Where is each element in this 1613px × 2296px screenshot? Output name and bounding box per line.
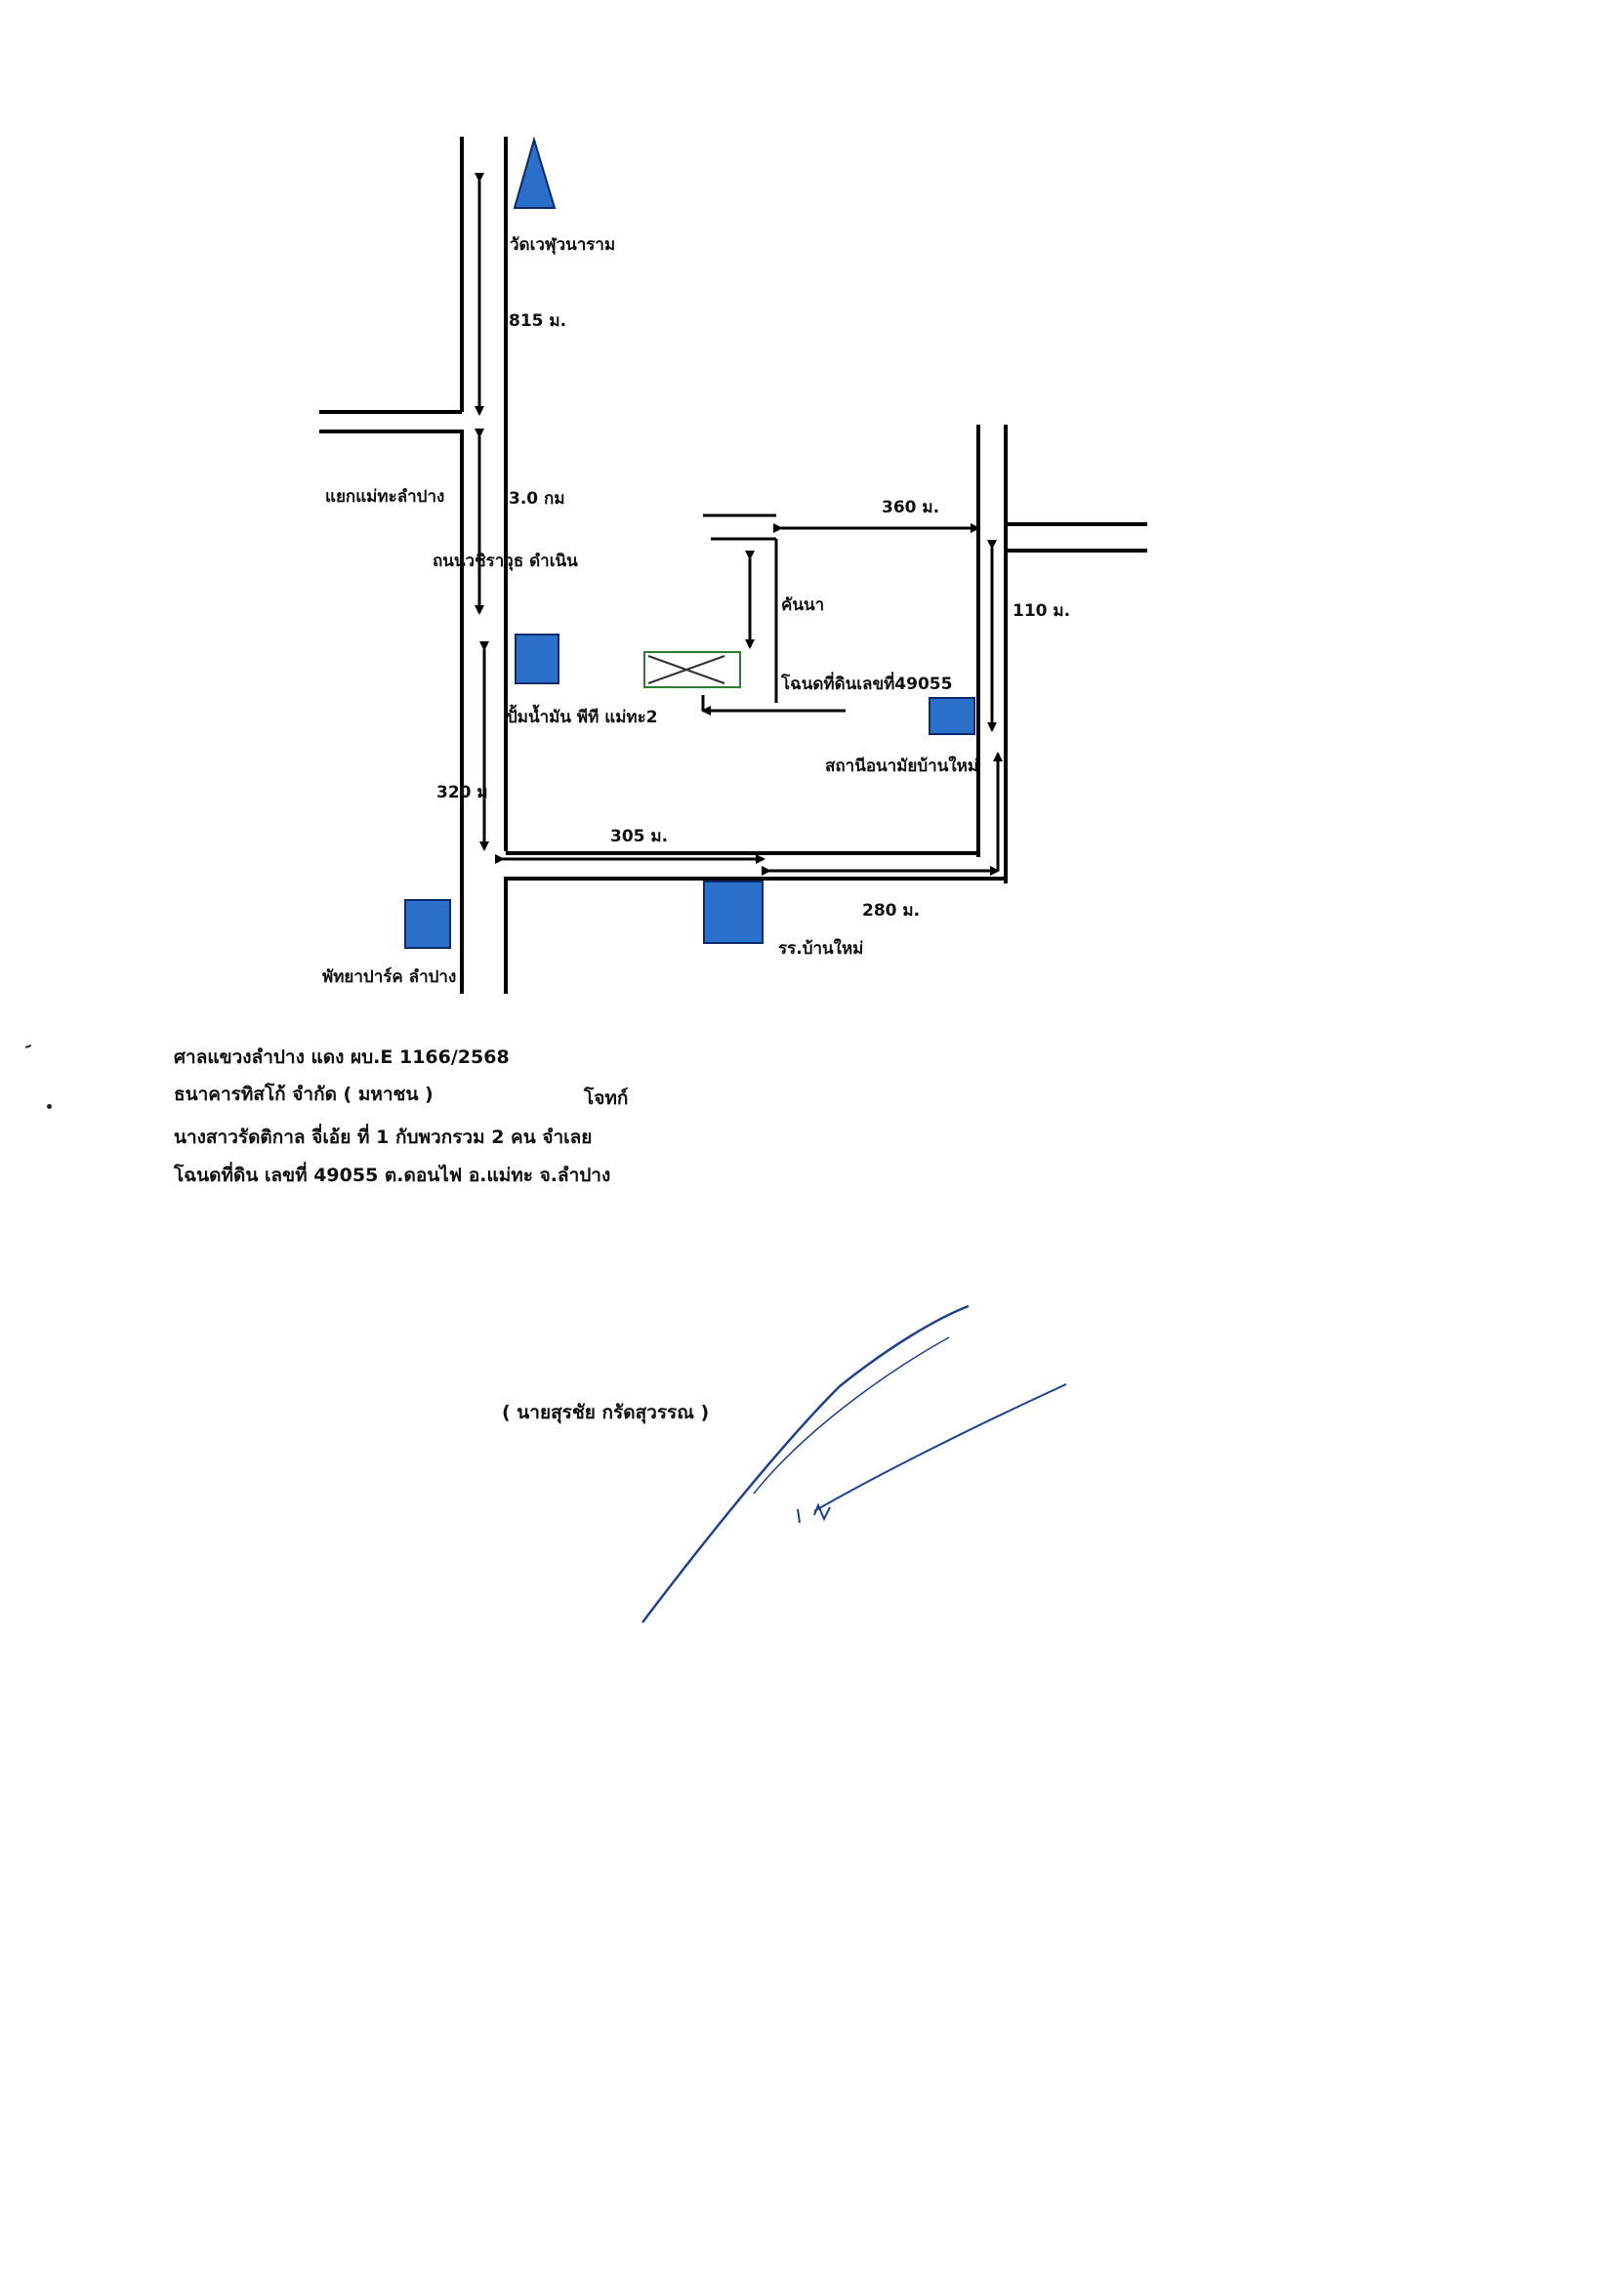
label-dist-junction: 3.0 กม: [509, 489, 565, 509]
label-health-station: สถานีอนามัยบ้านใหม่: [825, 756, 978, 776]
location-map: วัดเวฬุวนาราม 815 ม. แยกแม่ทะลำปาง 3.0 ก…: [319, 136, 1147, 994]
case-line-bank: ธนาคารทิสโก้ จำกัด ( มหาชน ): [174, 1084, 434, 1105]
label-road-name: ถนนวชิราวุธ ดำเนิน: [433, 552, 578, 571]
label-dist-110: 110 ม.: [1013, 601, 1070, 621]
label-dist-305: 305 ม.: [610, 827, 668, 846]
label-field-path: คันนา: [781, 595, 824, 615]
label-dist-temple: 815 ม.: [509, 311, 566, 331]
land-plot-cross-2: [647, 655, 725, 684]
signer-name: ( นายสุรชัย กรัดสุวรรณ ): [502, 1402, 710, 1423]
label-park: พัทยาปาร์ค ลำปาง: [322, 966, 456, 987]
case-plaintiff: โจทก์: [584, 1087, 629, 1109]
case-line-defendant: นางสาวรัดติกาล จี่เอ้ย ที่ 1 กับพวกรวม 2…: [174, 1127, 593, 1148]
gas-station-square-icon: [515, 634, 559, 684]
label-gas-station: ปั้มน้ำมัน พีที แม่ทะ2: [507, 704, 658, 727]
label-dist-320: 320 ม: [436, 783, 488, 802]
temple-triangle-icon: [513, 136, 557, 209]
case-line-deed: โฉนดที่ดิน เลขที่ 49055 ต.ดอนไฟ อ.แม่ทะ …: [174, 1165, 611, 1186]
label-dist-280: 280 ม.: [862, 901, 920, 921]
label-deed: โฉนดที่ดินเลขที่49055: [780, 672, 952, 694]
label-junction: แยกแม่ทะลำปาง: [325, 487, 444, 507]
scan-speck: [24, 1045, 32, 1048]
label-temple: วัดเวฬุวนาราม: [510, 235, 615, 255]
health-station-square-icon: [929, 697, 975, 735]
label-dist-360: 360 ม.: [882, 498, 939, 517]
label-school: รร.บ้านใหม่: [778, 938, 863, 959]
school-square-icon: [703, 881, 764, 944]
land-plot: [643, 651, 741, 688]
case-line-court: ศาลแขวงลำปาง แดง ผบ.E 1166/2568: [174, 1046, 510, 1068]
park-square-icon: [404, 899, 451, 949]
scan-speck: [47, 1104, 52, 1109]
